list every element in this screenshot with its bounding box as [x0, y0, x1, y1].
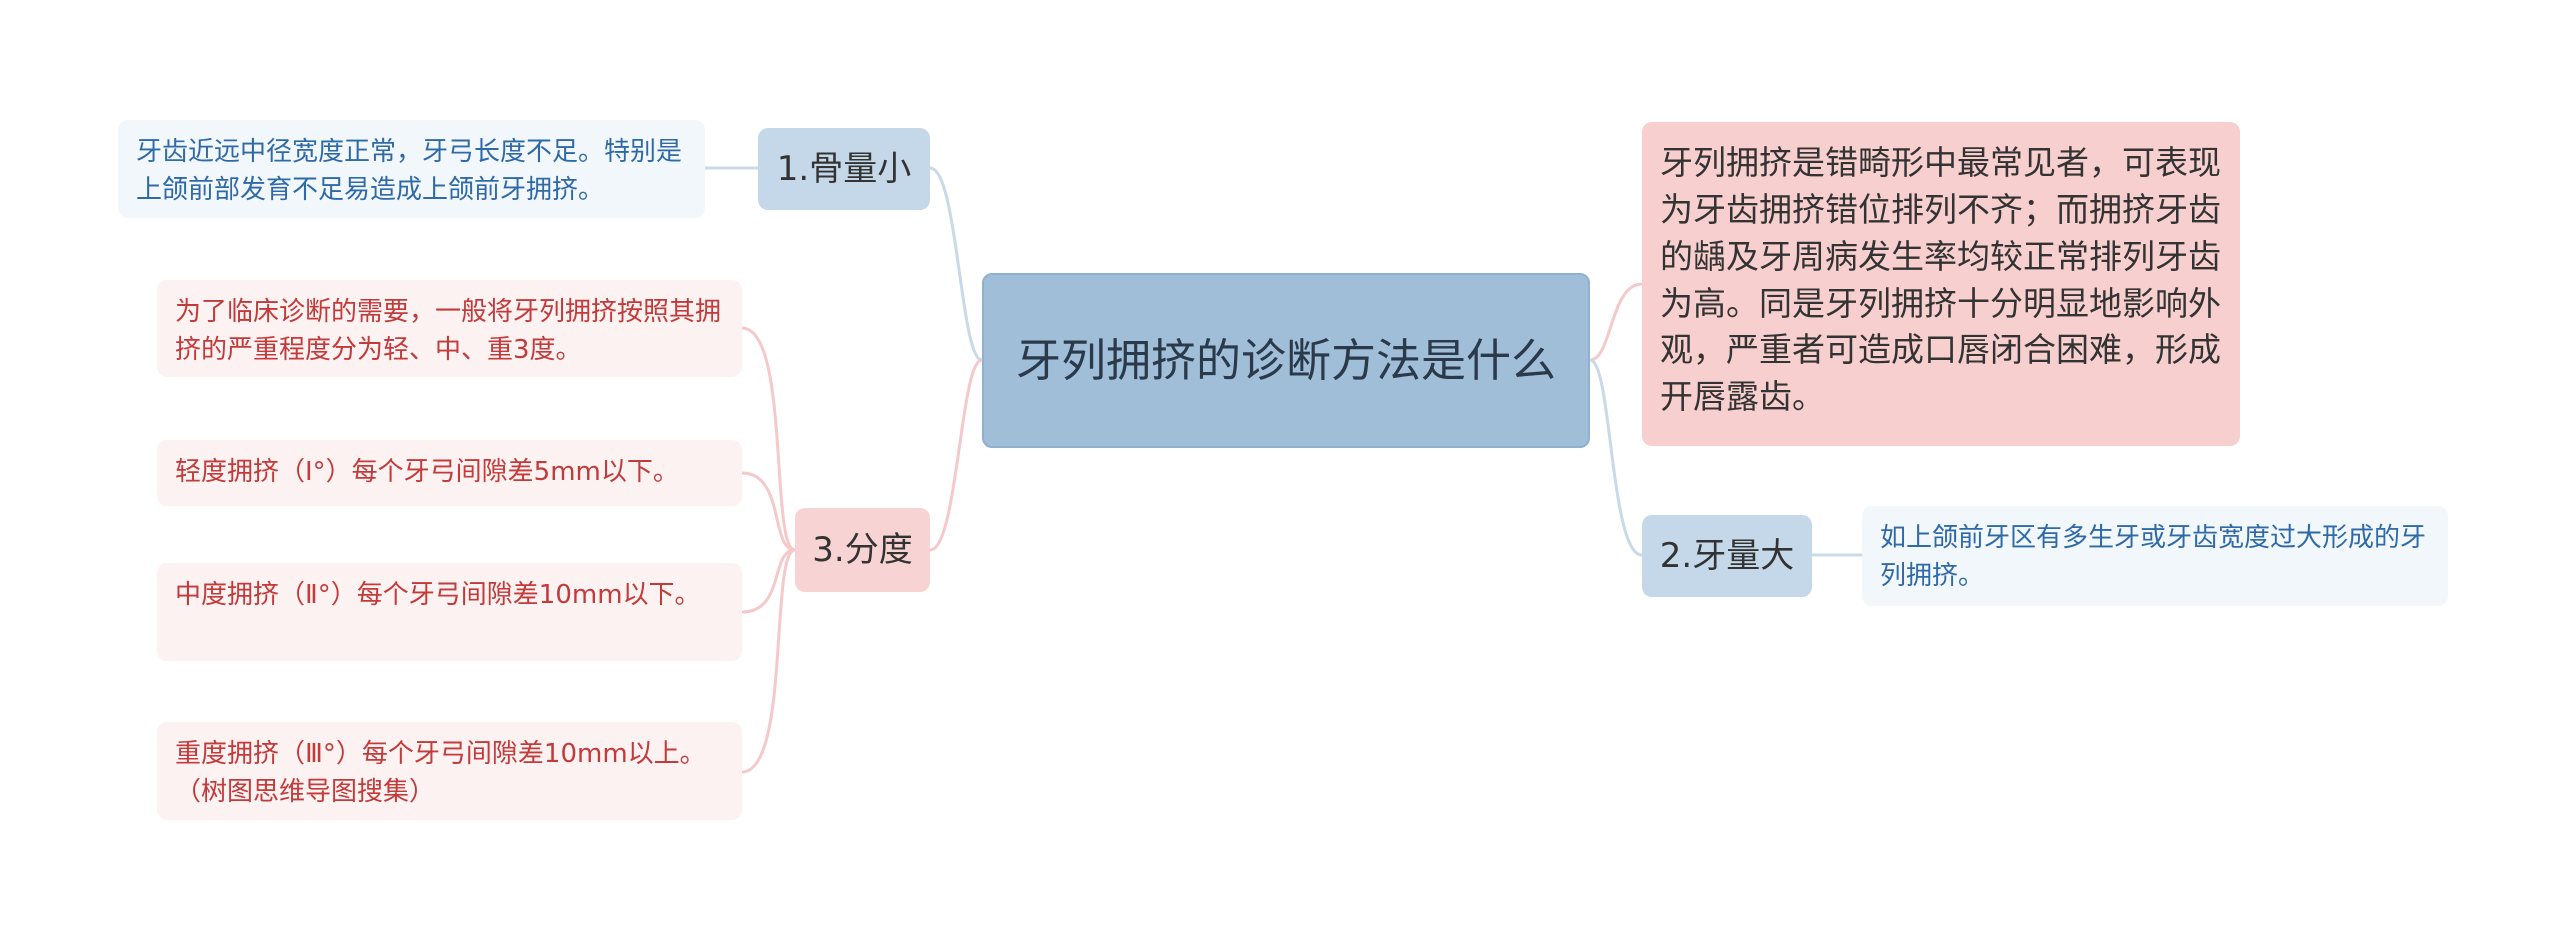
leaf-grading-mild-text: 轻度拥挤（Ⅰ°）每个牙弓间隙差5mm以下。 [175, 457, 679, 487]
connector-center-branch2 [1589, 358, 1643, 557]
leaf-bone-mass-text: 牙齿近远中径宽度正常，牙弓长度不足。特别是上颌前部发育不足易造成上颌前牙拥挤。 [136, 137, 683, 205]
branch-bone-mass[interactable]: 1.骨量小 [758, 128, 930, 210]
description-text: 牙列拥挤是错畸形中最常见者，可表现为牙齿拥挤错位排列不齐；而拥挤牙齿的龋及牙周病… [1660, 143, 2221, 417]
connector-center-branch1 [929, 166, 983, 362]
central-topic-text: 牙列拥挤的诊断方法是什么 [1015, 333, 1556, 387]
connector-branch3-leaf3 [741, 548, 796, 614]
connector-branch3-leaf2 [741, 471, 796, 552]
branch-grading[interactable]: 3.分度 [795, 508, 930, 592]
leaf-grading-severe[interactable]: 重度拥挤（Ⅲ°）每个牙弓间隙差10mm以上。（树图思维导图搜集） [157, 722, 742, 820]
connector-center-branch3 [929, 358, 983, 552]
leaf-tooth-mass-text: 如上颌前牙区有多生牙或牙齿宽度过大形成的牙列拥挤。 [1880, 523, 2427, 591]
leaf-grading-intro-text: 为了临床诊断的需要，一般将牙列拥挤按照其拥挤的严重程度分为轻、中、重3度。 [175, 297, 722, 365]
connector-branch3-leaf4 [741, 548, 796, 774]
leaf-grading-moderate-text: 中度拥挤（Ⅱ°）每个牙弓间隙差10mm以下。 [175, 580, 701, 610]
branch-tooth-mass-label: 2.牙量大 [1659, 535, 1795, 576]
leaf-grading-moderate[interactable]: 中度拥挤（Ⅱ°）每个牙弓间隙差10mm以下。 [157, 563, 742, 661]
leaf-tooth-mass-detail[interactable]: 如上颌前牙区有多生牙或牙齿宽度过大形成的牙列拥挤。 [1862, 506, 2448, 606]
central-topic[interactable]: 牙列拥挤的诊断方法是什么 [982, 273, 1590, 448]
leaf-grading-severe-text: 重度拥挤（Ⅲ°）每个牙弓间隙差10mm以上。（树图思维导图搜集） [175, 739, 706, 807]
branch-grading-label: 3.分度 [812, 529, 913, 570]
branch-bone-mass-label: 1.骨量小 [776, 148, 912, 189]
branch-tooth-mass[interactable]: 2.牙量大 [1642, 515, 1812, 597]
connector-branch3-leaf1 [741, 326, 796, 552]
leaf-grading-mild[interactable]: 轻度拥挤（Ⅰ°）每个牙弓间隙差5mm以下。 [157, 440, 742, 506]
leaf-grading-intro[interactable]: 为了临床诊断的需要，一般将牙列拥挤按照其拥挤的严重程度分为轻、中、重3度。 [157, 280, 742, 377]
leaf-bone-mass-detail[interactable]: 牙齿近远中径宽度正常，牙弓长度不足。特别是上颌前部发育不足易造成上颌前牙拥挤。 [118, 120, 705, 218]
connector-center-description [1589, 282, 1643, 362]
description-node[interactable]: 牙列拥挤是错畸形中最常见者，可表现为牙齿拥挤错位排列不齐；而拥挤牙齿的龋及牙周病… [1642, 122, 2240, 446]
